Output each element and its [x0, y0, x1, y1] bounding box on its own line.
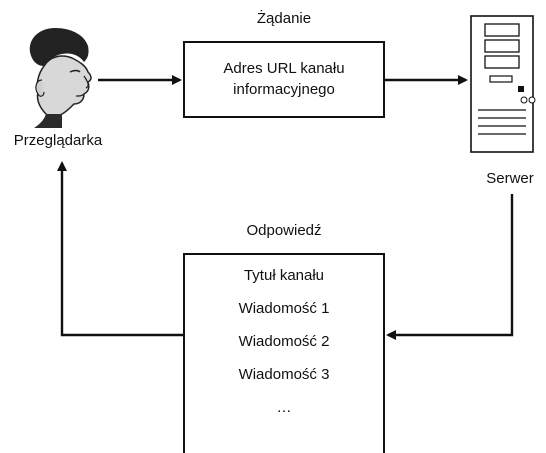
request-box-line-2: informacyjnego [233, 81, 335, 98]
arrow-server-to-response [386, 194, 514, 340]
response-item: Wiadomość 1 [238, 300, 330, 317]
browser-user-icon [29, 28, 92, 128]
server-label: Serwer [486, 170, 534, 187]
response-box-list: Tytuł kanału Wiadomość 1 Wiadomość 2 Wia… [184, 266, 384, 418]
response-label: Odpowiedź [246, 222, 322, 239]
browser-label: Przeglądarka [13, 132, 103, 149]
response-item: Wiadomość 3 [238, 366, 330, 383]
response-box [183, 253, 385, 453]
response-item: Wiadomość 2 [238, 333, 330, 350]
request-box-line-1: Adres URL kanału [223, 60, 345, 77]
arrow-response-to-browser [57, 161, 184, 337]
response-item: Tytuł kanału [243, 267, 325, 284]
response-item: … [276, 399, 292, 416]
request-box [183, 41, 385, 118]
request-label: Żądanie [256, 10, 312, 27]
server-icon [470, 15, 536, 153]
request-box-text: Adres URL kanału informacyjnego [184, 58, 384, 100]
